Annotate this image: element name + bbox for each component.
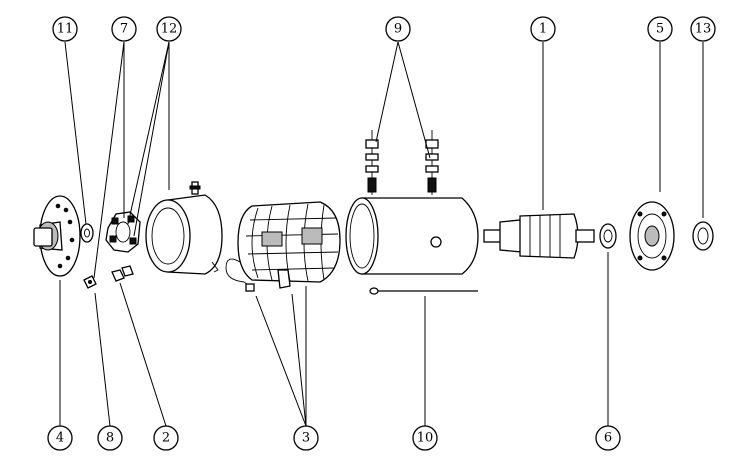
callout-5: 5 [647,16,673,42]
callout-3-label: 3 [302,431,310,446]
callout-1: 1 [530,16,556,42]
part-5-drive-end-head [629,201,675,271]
callout-4: 4 [47,425,73,451]
callout-11-label: 11 [57,22,74,37]
part-3-field-coils [225,201,341,292]
part-2-brush [111,265,134,282]
callout-9-label: 9 [394,22,402,37]
callout-6-label: 6 [604,431,612,446]
callout-12-label: 12 [161,22,178,37]
callout-1-label: 1 [539,22,547,37]
callout-7-label: 7 [120,22,128,37]
part-8-brush [83,275,97,289]
part-4-end-cap [33,195,81,277]
callout-13-label: 13 [695,22,712,37]
part-1-armature [483,213,595,259]
callout-2-label: 2 [162,431,170,446]
callout-8-label: 8 [106,431,114,446]
callout-10: 10 [412,425,438,451]
part-11-washer [80,223,94,243]
leader-lines [59,41,704,427]
part-9-terminal-studs [365,130,439,195]
callout-3: 3 [293,425,319,451]
callout-2: 2 [153,425,179,451]
part-10-through-bolt [369,287,478,295]
callout-5-label: 5 [656,22,664,37]
callout-11: 11 [52,16,78,42]
callout-12: 12 [156,16,182,42]
callout-9: 9 [385,16,411,42]
part-12-brush-holder [105,211,141,253]
callout-7: 7 [111,16,137,42]
callout-13: 13 [690,16,716,42]
callout-4-label: 4 [56,431,64,446]
callout-10-label: 10 [417,431,434,446]
callout-6: 6 [595,425,621,451]
callout-8: 8 [97,425,123,451]
part-6-bearing [599,223,617,249]
part-12-end-housing [145,181,223,275]
frame-yoke [345,197,479,275]
part-13-seal [692,221,714,251]
